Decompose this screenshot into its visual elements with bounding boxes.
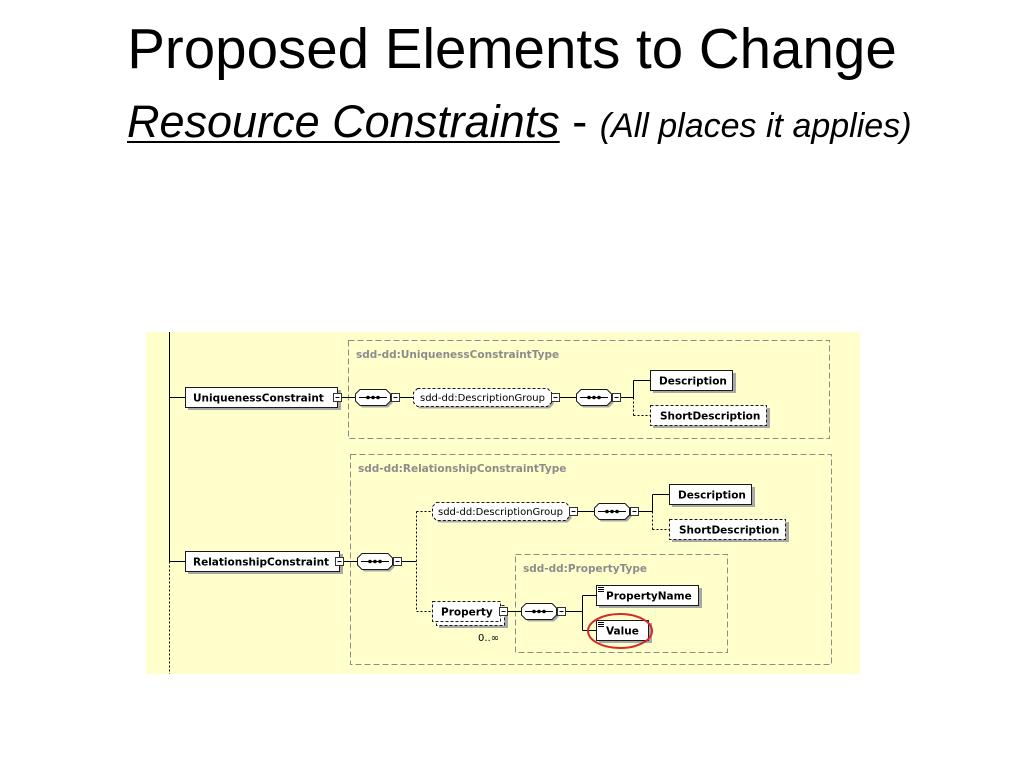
description-element: Description bbox=[650, 370, 736, 393]
collapse-icon bbox=[393, 557, 402, 566]
value-highlight-circle bbox=[587, 613, 653, 649]
description-group-ref: sdd-dd:DescriptionGroup bbox=[432, 502, 572, 523]
description-label: Description bbox=[678, 490, 746, 502]
description-label: Description bbox=[659, 376, 727, 388]
collapse-icon bbox=[612, 393, 621, 402]
relationship-constraint-label: RelationshipConstraint bbox=[193, 557, 329, 569]
sequence-compositor-icon bbox=[357, 553, 395, 572]
element-box bbox=[650, 370, 733, 391]
uniqueness-constraint-element: UniquenessConstraint bbox=[185, 387, 341, 410]
sequence-compositor-icon bbox=[576, 389, 614, 408]
short-description-label: ShortDescription bbox=[660, 411, 760, 423]
relationship-constraint-branch: sdd-dd:RelationshipConstraintType Relati… bbox=[169, 454, 832, 665]
short-description-element: ShortDescription bbox=[650, 405, 770, 428]
slide-subtitle: Resource Constraints - (All places it ap… bbox=[127, 96, 912, 152]
element-box-optional bbox=[669, 519, 786, 540]
property-label: Property bbox=[441, 607, 493, 619]
value-element: Value bbox=[596, 620, 652, 643]
relationship-constraint-type-label: sdd-dd:RelationshipConstraintType bbox=[358, 463, 566, 475]
description-group-label: sdd-dd:DescriptionGroup bbox=[438, 507, 563, 518]
collapse-icon bbox=[499, 607, 508, 616]
sequence-compositor-icon bbox=[521, 603, 559, 622]
subtitle-separator: - bbox=[572, 96, 588, 147]
property-name-label: PropertyName bbox=[606, 591, 692, 603]
schema-diagram: sdd-dd:UniquenessConstraintType Uniquene… bbox=[146, 332, 860, 674]
value-label: Value bbox=[606, 626, 639, 638]
uniqueness-constraint-type-label: sdd-dd:UniquenessConstraintType bbox=[356, 349, 559, 361]
element-box bbox=[596, 585, 699, 606]
short-description-element: ShortDescription bbox=[669, 519, 789, 542]
collapse-icon bbox=[557, 607, 566, 616]
collapse-icon bbox=[391, 393, 400, 402]
uniqueness-constraint-type-box bbox=[348, 340, 830, 439]
collapse-icon bbox=[551, 393, 560, 402]
relationship-constraint-type-box bbox=[350, 454, 832, 665]
description-element: Description bbox=[669, 484, 755, 507]
subtitle-note: (All places it applies) bbox=[599, 107, 912, 145]
short-description-label: ShortDescription bbox=[679, 525, 779, 537]
sequence-compositor-icon bbox=[594, 503, 632, 522]
group-box bbox=[413, 388, 552, 407]
subtitle-topic: Resource Constraints bbox=[127, 96, 560, 147]
property-type-label: sdd-dd:PropertyType bbox=[523, 563, 647, 575]
description-group-label: sdd-dd:DescriptionGroup bbox=[420, 393, 545, 404]
element-box-optional bbox=[650, 405, 767, 426]
property-name-element: PropertyName bbox=[596, 585, 702, 608]
relationship-constraint-element: RelationshipConstraint bbox=[185, 551, 343, 574]
property-type-box bbox=[515, 554, 728, 653]
collapse-icon bbox=[333, 393, 342, 402]
element-box bbox=[596, 620, 649, 641]
element-box bbox=[669, 484, 752, 505]
property-cardinality: 0..∞ bbox=[478, 633, 499, 644]
collapse-icon bbox=[630, 507, 639, 516]
slide-title: Proposed Elements to Change bbox=[127, 17, 897, 80]
description-group-ref: sdd-dd:DescriptionGroup bbox=[413, 388, 554, 409]
group-box bbox=[432, 502, 570, 521]
property-element: Property bbox=[432, 601, 508, 628]
sequence-compositor-icon bbox=[355, 389, 393, 408]
uniqueness-constraint-branch: sdd-dd:UniquenessConstraintType Uniquene… bbox=[169, 340, 830, 439]
uniqueness-constraint-label: UniquenessConstraint bbox=[193, 393, 324, 405]
collapse-icon bbox=[335, 557, 344, 566]
collapse-icon bbox=[569, 507, 578, 516]
